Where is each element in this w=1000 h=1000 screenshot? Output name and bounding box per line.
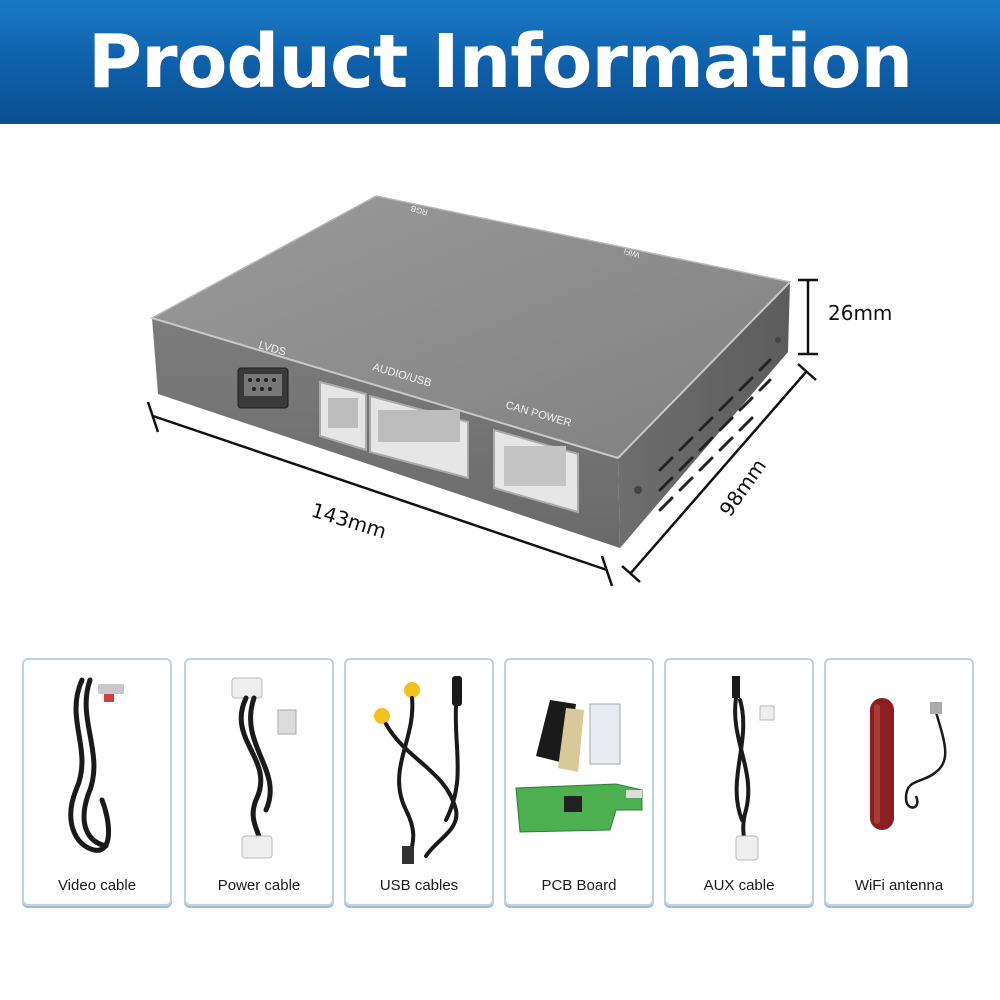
aux-cable-icon — [732, 676, 775, 861]
depth-label: 98mm — [714, 454, 771, 521]
audio-usb-connector — [319, 380, 469, 480]
wifi-antenna-icon — [870, 698, 947, 830]
pcb-board-icon — [515, 700, 643, 833]
box-side-face — [618, 282, 790, 548]
accessory-label: USB cables — [379, 877, 459, 894]
product-illustration: LVDS AUDIO/USB CAN POWER RGB WiFi 143mm … — [146, 195, 892, 587]
wifi-port-label: WiFi — [623, 246, 641, 259]
power-cable-icon — [231, 677, 297, 859]
accessory-label: Power cable — [217, 877, 301, 894]
accessory-card-power-cable: Power cable — [184, 658, 334, 906]
accessory-card-video-cable: Video cable — [22, 658, 172, 906]
dimension-width — [146, 401, 614, 587]
accessory-label: Video cable — [57, 877, 137, 894]
header-banner: Product Information — [0, 0, 1000, 124]
accessory-card-usb-cables: USB cables — [344, 658, 494, 906]
dimension-height — [798, 278, 818, 356]
accessory-label: WiFi antenna — [854, 877, 944, 894]
can-power-connector — [493, 428, 579, 514]
width-label: 143mm — [309, 498, 390, 544]
lvds-connector — [237, 367, 289, 409]
usb-cables-icon — [374, 676, 462, 864]
accessory-card-pcb-board: PCB Board — [504, 658, 654, 906]
dimension-depth — [621, 363, 817, 583]
height-label: 26mm — [828, 301, 892, 325]
side-vents — [658, 358, 772, 512]
accessory-label: PCB Board — [541, 877, 617, 894]
video-cable-icon — [68, 677, 124, 853]
page-title: Product Information — [87, 19, 913, 105]
accessory-card-aux-cable: AUX cable — [664, 658, 814, 906]
accessory-label: AUX cable — [703, 877, 775, 894]
accessory-card-wifi-antenna: WiFi antenna — [824, 658, 974, 906]
